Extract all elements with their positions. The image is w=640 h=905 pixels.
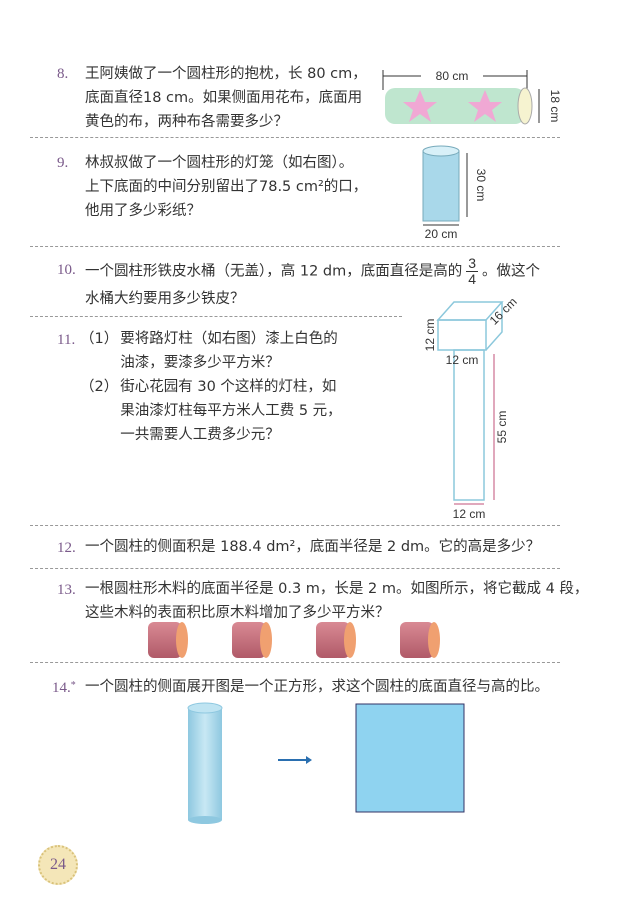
- divider: [30, 316, 402, 317]
- divider: [30, 662, 560, 663]
- box-width-label: 12 cm: [446, 353, 479, 367]
- wood-piece: [232, 622, 272, 658]
- problem-12-number: 12.: [57, 540, 76, 556]
- pole-height-label: 55 cm: [495, 411, 509, 444]
- part-label: （2）: [80, 379, 119, 395]
- star-mark: *: [70, 680, 76, 691]
- problem-8-number: 8.: [57, 66, 69, 82]
- pillow-end: [517, 87, 533, 125]
- problem-11-part-1: （1）要将路灯柱（如右图）漆上白色的油漆，要漆多少平方米？: [80, 327, 342, 375]
- problem-13-number: 13.: [57, 582, 76, 598]
- page-number: 24: [38, 845, 78, 885]
- problem-9-number: 9.: [57, 155, 69, 171]
- text-line: 果油漆灯柱每平方米人工费 5 元，: [120, 403, 342, 419]
- divider: [30, 525, 560, 526]
- text-line: 这些木料的表面积比原木料增加了多少平方米？: [85, 605, 390, 621]
- text-line: 街心花园有 30 个这样的灯柱，如: [120, 379, 337, 395]
- fraction-numerator: 3: [466, 255, 479, 272]
- text-line: 林叔叔做了一个圆柱形的灯笼（如右图）。: [85, 155, 354, 171]
- wood-piece: [400, 622, 440, 658]
- number-text: 14.: [52, 680, 71, 696]
- pillow-body: [385, 88, 525, 124]
- text-line: 底面直径18 cm。如果侧面用花布，底面用: [85, 90, 363, 106]
- pillow-cylinder-figure: 80 cm 18 cm: [382, 68, 562, 125]
- divider: [30, 568, 560, 569]
- height-label: 30 cm: [474, 169, 488, 202]
- cylinder-unfold-figure: [187, 702, 465, 824]
- text-line: 上下底面的中间分别留出了78.5 cm²的口，: [85, 179, 368, 195]
- lamp-post-figure: 12 cm 16 cm 12 cm 55 cm 12 cm: [423, 295, 520, 521]
- problem-11-text: （1）要将路灯柱（如右图）漆上白色的油漆，要漆多少平方米？ （2）街心花园有 3…: [80, 327, 342, 447]
- problem-14-text: 一个圆柱的侧面展开图是一个正方形，求这个圆柱的底面直径与高的比。: [85, 679, 549, 695]
- text-line: 他用了多少彩纸？: [85, 203, 201, 219]
- text-line: 一根圆柱形木料的底面半径是 0.3 m，长是 2 m。如图所示，将它截成 4 段…: [85, 581, 589, 597]
- lamp-pole: [453, 349, 485, 501]
- wood-pieces-figure: [148, 622, 440, 658]
- text-segment: 一个圆柱形铁皮水桶（无盖），高 12 dm，底面直径是高的: [85, 263, 463, 280]
- text-line: 要将路灯柱（如右图）漆上白色的: [120, 331, 338, 347]
- divider: [30, 137, 560, 138]
- square-net: [355, 703, 465, 813]
- part-label: （1）: [80, 331, 119, 347]
- box-height-label: 12 cm: [423, 319, 437, 352]
- length-label: 80 cm: [436, 69, 469, 83]
- text-line: 黄色的布，两种布各需要多少？: [85, 114, 288, 130]
- cylinder: [188, 708, 222, 820]
- pole-diameter-label: 12 cm: [453, 507, 486, 521]
- wood-piece: [148, 622, 188, 658]
- diameter-label: 18 cm: [548, 90, 562, 123]
- problem-12-text: 一个圆柱的侧面积是 188.4 dm²，底面半径是 2 dm。它的高是多少？: [85, 539, 541, 555]
- text-line: 水桶大约要用多少铁皮？: [85, 291, 245, 307]
- problem-11-number: 11.: [57, 332, 76, 348]
- text-line: 一共需要人工费多少元？: [120, 427, 280, 443]
- box-depth-label: 16 cm: [487, 295, 520, 328]
- problem-9-text: 林叔叔做了一个圆柱形的灯笼（如右图）。 上下底面的中间分别留出了78.5 cm²…: [85, 151, 367, 223]
- problem-13-text: 一根圆柱形木料的底面半径是 0.3 m，长是 2 m。如图所示，将它截成 4 段…: [85, 577, 588, 625]
- lamp-box: [437, 319, 487, 351]
- wood-piece: [316, 622, 356, 658]
- problem-11-part-2: （2）街心花园有 30 个这样的灯柱，如果油漆灯柱每平方米人工费 5 元， 一共需…: [80, 375, 342, 447]
- divider: [30, 246, 560, 247]
- lantern-body: [422, 150, 460, 222]
- problem-14-number: 14.*: [52, 680, 76, 697]
- star-icon: [403, 90, 437, 122]
- fraction-denominator: 4: [468, 271, 477, 287]
- star-icon: [468, 90, 502, 122]
- diameter-label: 20 cm: [425, 227, 458, 241]
- text-line: 油漆，要漆多少平方米？: [120, 355, 280, 371]
- text-segment: 。做这个: [482, 263, 541, 280]
- problem-8-text: 王阿姨做了一个圆柱形的抱枕，长 80 cm， 底面直径18 cm。如果侧面用花布…: [85, 62, 367, 134]
- problem-10-number: 10.: [57, 262, 76, 278]
- text-line: 王阿姨做了一个圆柱形的抱枕，长 80 cm，: [85, 66, 367, 82]
- lantern-cylinder-figure: 30 cm 20 cm: [422, 145, 488, 241]
